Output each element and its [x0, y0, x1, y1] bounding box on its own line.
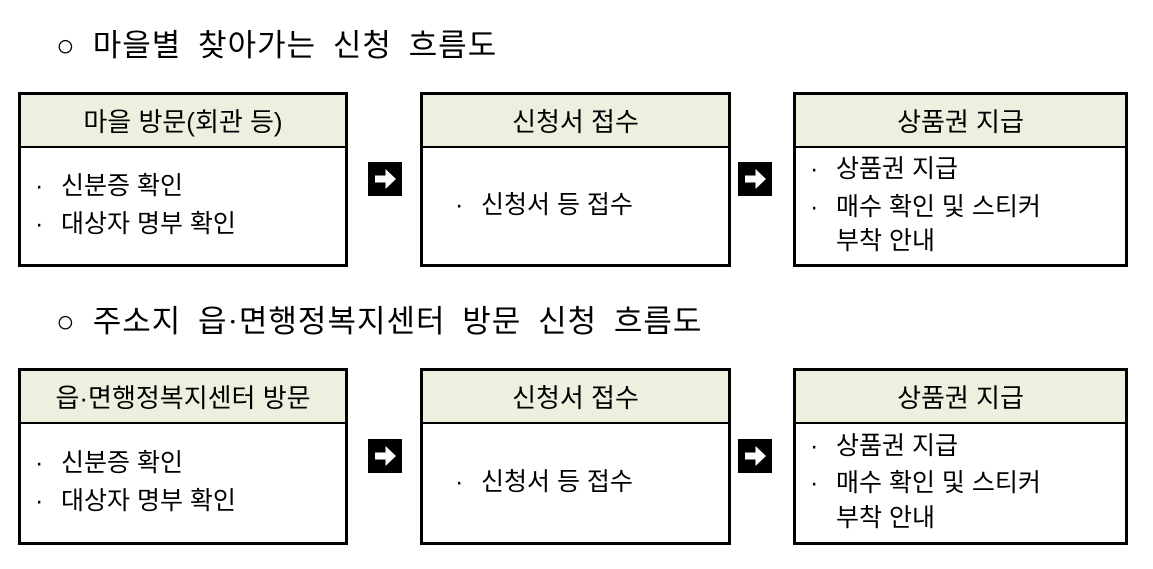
bullet-dot-icon: ·: [810, 469, 819, 498]
list-item-text: 상품권 지급: [836, 155, 958, 183]
flow-box-voucher-issue-2-header: 상품권 지급: [796, 371, 1125, 424]
flow-box-application-receipt-2: 신청서 접수 · 신청서 등 접수: [420, 368, 731, 545]
flow-box-voucher-issue-2: 상품권 지급 · 상품권 지급 · 매수 확인 및 스티커 부착 안내: [793, 368, 1128, 545]
bullet-dot-icon: ·: [35, 449, 44, 477]
list-item: · 신청서 등 접수: [455, 465, 720, 500]
bullet-dot-icon: ·: [35, 486, 44, 515]
bullet-dot-icon: ·: [810, 155, 819, 183]
flow-box-center-visit-header: 읍·면행정복지센터 방문: [21, 371, 345, 424]
list-item-text: 대상자 명부 확인: [61, 486, 236, 515]
flow-box-voucher-issue-1-body: · 상품권 지급 · 매수 확인 및 스티커 부착 안내: [796, 148, 1125, 265]
flow-box-voucher-issue-2-body: · 상품권 지급 · 매수 확인 및 스티커 부착 안내: [796, 424, 1125, 542]
list-item-text: 신분증 확인: [61, 449, 183, 477]
list-item-text: 신청서 등 접수: [481, 190, 633, 219]
right-arrow-icon: [368, 439, 402, 473]
list-item-text: 매수 확인 및 스티커 부착 안내: [836, 469, 1041, 532]
list-item-text: 신분증 확인: [61, 172, 183, 200]
section-1-heading: ○ 마을별 찾아가는 신청 흐름도: [56, 20, 497, 65]
list-item-text: 매수 확인 및 스티커 부착 안내: [836, 192, 1041, 256]
list-item: · 상품권 지급: [810, 152, 1117, 187]
list-item: · 매수 확인 및 스티커 부착 안내: [810, 190, 1117, 259]
list-item: · 상품권 지급: [810, 429, 1117, 464]
list-item: · 신분증 확인: [35, 446, 337, 481]
flow-box-center-visit-body: · 신분증 확인 · 대상자 명부 확인: [21, 424, 345, 542]
bullet-dot-icon: ·: [455, 190, 464, 219]
flow-box-application-receipt-1-header: 신청서 접수: [423, 95, 728, 148]
bullet-dot-icon: ·: [35, 172, 44, 200]
right-arrow-icon: [368, 162, 402, 196]
list-item-text: 신청서 등 접수: [481, 467, 633, 496]
right-arrow-icon: [738, 162, 772, 196]
bullet-dot-icon: ·: [455, 467, 464, 496]
flow-box-village-visit: 마을 방문(회관 등) · 신분증 확인 · 대상자 명부 확인: [18, 92, 348, 267]
list-item: · 대상자 명부 확인: [35, 484, 337, 519]
flow-box-application-receipt-1-body: · 신청서 등 접수: [423, 148, 728, 264]
list-item: · 신분증 확인: [35, 169, 337, 204]
bullet-dot-icon: ·: [810, 192, 819, 221]
list-item-text: 상품권 지급: [836, 431, 958, 460]
flow-box-application-receipt-2-body: · 신청서 등 접수: [423, 424, 728, 542]
section-2-heading-text: 주소지 읍·면행정복지센터 방문 신청 흐름도: [92, 304, 703, 339]
circle-marker-icon: ○: [56, 304, 76, 339]
right-arrow-icon: [738, 439, 772, 473]
section-2-heading: ○ 주소지 읍·면행정복지센터 방문 신청 흐름도: [56, 296, 702, 341]
flow-box-voucher-issue-1-header: 상품권 지급: [796, 95, 1125, 148]
flow-box-village-visit-body: · 신분증 확인 · 대상자 명부 확인: [21, 148, 345, 264]
list-item: · 신청서 등 접수: [455, 188, 720, 223]
bullet-dot-icon: ·: [810, 431, 819, 460]
list-item-text: 대상자 명부 확인: [61, 209, 236, 238]
section-1-heading-text: 마을별 찾아가는 신청 흐름도: [92, 28, 498, 63]
flow-box-application-receipt-1: 신청서 접수 · 신청서 등 접수: [420, 92, 731, 267]
flow-box-voucher-issue-1: 상품권 지급 · 상품권 지급 · 매수 확인 및 스티커 부착 안내: [793, 92, 1128, 267]
flow-box-village-visit-header: 마을 방문(회관 등): [21, 95, 345, 148]
bullet-dot-icon: ·: [35, 209, 44, 238]
list-item: · 대상자 명부 확인: [35, 207, 337, 242]
flow-box-application-receipt-2-header: 신청서 접수: [423, 371, 728, 424]
circle-marker-icon: ○: [56, 28, 76, 63]
flow-box-center-visit: 읍·면행정복지센터 방문 · 신분증 확인 · 대상자 명부 확인: [18, 368, 348, 545]
list-item: · 매수 확인 및 스티커 부착 안내: [810, 466, 1117, 535]
